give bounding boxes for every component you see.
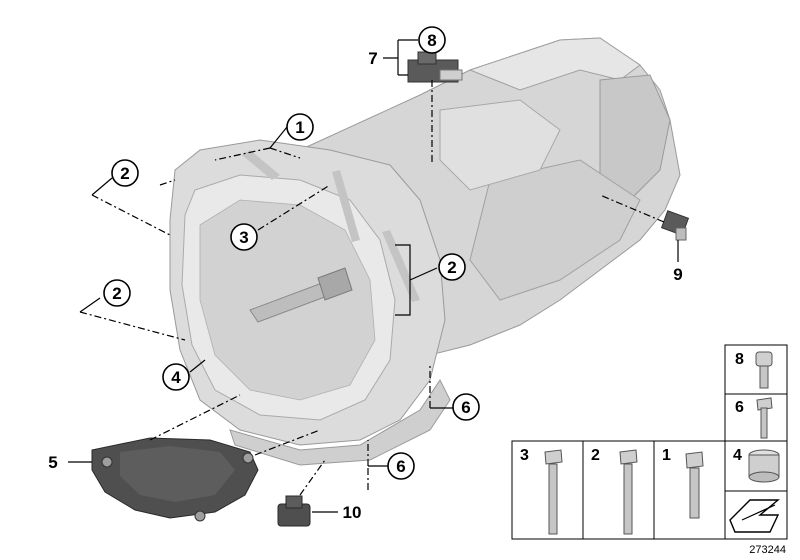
table-label-6: 6 xyxy=(735,399,744,416)
parts-table: 8 6 3 2 1 4 xyxy=(511,344,788,540)
callout-6-lower: 6 xyxy=(387,452,415,480)
callout-7-number: 7 xyxy=(368,49,377,68)
sleeve-icon-4 xyxy=(748,449,780,483)
arrow-icon xyxy=(729,499,780,533)
callout-4-number: 4 xyxy=(171,368,181,387)
callout-7: 7 xyxy=(368,49,377,68)
callout-2-upper: 2 xyxy=(111,159,139,187)
callout-5-number: 5 xyxy=(48,453,57,472)
transmission-housing xyxy=(169,37,681,466)
callout-3-number: 3 xyxy=(239,228,248,247)
callout-2-left: 2 xyxy=(103,279,131,307)
table-label-8: 8 xyxy=(735,351,744,368)
callout-10: 10 xyxy=(343,503,362,522)
callout-8-number: 8 xyxy=(427,31,436,50)
callout-9-number: 9 xyxy=(673,265,682,284)
callout-1-number: 1 xyxy=(295,118,304,137)
table-label-4: 4 xyxy=(733,447,742,464)
callout-6-lower-number: 6 xyxy=(396,457,405,476)
callout-6-upper: 6 xyxy=(452,393,480,421)
callout-2-upper-number: 2 xyxy=(120,164,129,183)
callout-3: 3 xyxy=(230,223,258,251)
callout-5: 5 xyxy=(48,453,57,472)
reference-number: 273244 xyxy=(749,544,786,556)
callout-8: 8 xyxy=(418,26,446,54)
bolt-icon-2 xyxy=(619,449,638,535)
callout-2-right: 2 xyxy=(438,253,466,281)
rubber-bush-part-10 xyxy=(277,495,311,527)
leader-lines xyxy=(68,39,679,513)
table-label-3: 3 xyxy=(520,447,529,464)
cover-plate-part-5 xyxy=(91,437,259,522)
bolt-icon-6 xyxy=(756,397,773,439)
sensor-part-9 xyxy=(660,210,690,241)
callout-10-number: 10 xyxy=(343,503,362,522)
sensor-bracket-part xyxy=(407,51,463,83)
table-label-2: 2 xyxy=(591,447,600,464)
callout-2-left-number: 2 xyxy=(112,284,121,303)
bolt-icon-3 xyxy=(544,449,563,535)
callout-4: 4 xyxy=(162,363,190,391)
table-label-1: 1 xyxy=(662,447,671,464)
screw-icon-8 xyxy=(755,351,773,389)
stud-icon-1 xyxy=(685,451,704,519)
table-cell-2 xyxy=(582,440,655,540)
callout-9: 9 xyxy=(673,265,682,284)
callout-2-right-number: 2 xyxy=(447,258,456,277)
callout-6-upper-number: 6 xyxy=(461,398,470,417)
callout-1: 1 xyxy=(286,113,314,141)
